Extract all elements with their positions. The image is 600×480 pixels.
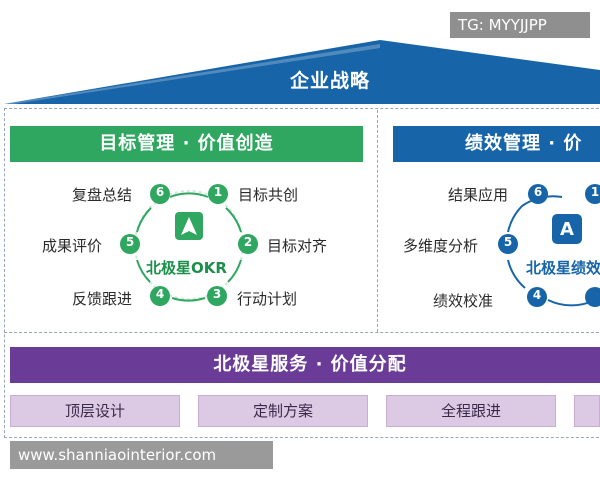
perf-step-5-badge: [498, 234, 518, 254]
house-frame: [4, 108, 600, 438]
service-item-full-follow: 全程跟进: [386, 395, 556, 427]
perf-step-1-badge: [585, 184, 600, 204]
okr-step-3-label: 行动计划: [237, 290, 298, 308]
perf-step-partial-badge: [585, 287, 600, 307]
right-panel-header: 绩效管理 · 价: [393, 126, 600, 162]
watermark-bottom: www.shanniaointerior.com: [10, 441, 273, 469]
okr-center-label: 北极星OKR: [146, 259, 227, 277]
perf-step-4-label: 绩效校准: [433, 292, 494, 310]
perf-step-4-badge: [527, 287, 547, 307]
okr-step-5-num: 5: [125, 235, 135, 249]
service-bar-title: 北极星服务 · 价值分配: [10, 347, 600, 383]
roof-shape: [4, 40, 600, 104]
okr-step-2-label: 目标对齐: [267, 237, 328, 255]
service-item-custom-plan: 定制方案: [198, 395, 368, 427]
panel-divider: [377, 110, 378, 332]
okr-step-4-badge: [150, 286, 170, 306]
left-panel-header: 目标管理 · 价值创造: [10, 126, 363, 162]
okr-step-3-num: 3: [212, 287, 222, 301]
okr-step-1-num: 1: [213, 185, 223, 199]
okr-arrow-top: [169, 192, 209, 198]
watermark-top: TG: MYYJJPP: [450, 12, 590, 38]
okr-step-4-label: 反馈跟进: [72, 290, 133, 308]
okr-step-6-badge: [150, 184, 170, 204]
perf-step-6-badge: [528, 184, 548, 204]
perf-center-label: 北极星绩效: [526, 259, 600, 277]
perf-step-5-num: 5: [503, 235, 513, 249]
okr-step-5-label: 成果评价: [42, 237, 103, 255]
okr-cycle: [120, 184, 258, 306]
service-item-partial: [574, 395, 600, 427]
perf-step-1-num: 1: [590, 185, 600, 199]
okr-step-3-badge: [207, 286, 227, 306]
roof-title: 企业战略: [289, 70, 370, 92]
svg-text:A: A: [560, 219, 574, 240]
okr-step-5-badge: [120, 234, 140, 254]
section-divider: [4, 332, 600, 333]
okr-step-6-label: 复盘总结: [72, 186, 133, 204]
north-star-performance-icon: [552, 214, 582, 244]
okr-step-6-num: 6: [155, 185, 165, 199]
perf-step-4-num: 4: [532, 288, 542, 302]
okr-step-1-badge: [208, 184, 228, 204]
performance-cycle: A: [498, 184, 600, 307]
perf-step-6-num: 6: [533, 185, 543, 199]
okr-step-4-num: 4: [155, 287, 165, 301]
okr-step-2-badge: [238, 234, 258, 254]
perf-step-5-label: 多维度分析: [403, 237, 479, 255]
okr-step-2-num: 2: [243, 235, 253, 249]
okr-step-1-label: 目标共创: [238, 186, 299, 204]
perf-step-6-label: 结果应用: [448, 186, 509, 204]
service-item-top-design: 顶层设计: [10, 395, 180, 427]
